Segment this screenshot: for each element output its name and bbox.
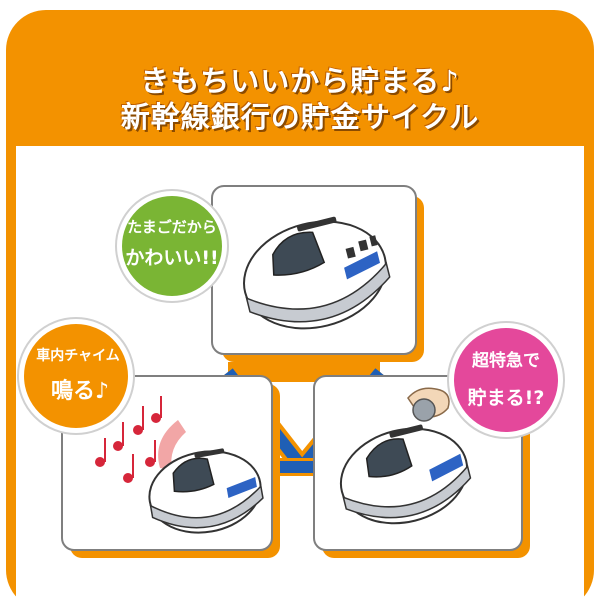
badge-green-line1: たまごだから — [127, 218, 217, 236]
badge-cute-egg: たまごだから かわいい!! — [115, 189, 229, 303]
badge-orange-line1: 車内チャイム — [36, 347, 120, 364]
card-top — [211, 185, 424, 362]
header-title-line2: 新幹線銀行の貯金サイクル — [120, 100, 480, 134]
badge-super-express: 超特急で 貯まる!? — [447, 321, 565, 439]
badge-orange-line2: 鳴る♪ — [51, 379, 109, 404]
card-bottom-left — [61, 375, 280, 558]
badge-pink-line1: 超特急で — [472, 350, 540, 371]
hand-coin-icon — [407, 387, 450, 422]
badge-green-line2: かわいい!! — [125, 247, 218, 269]
badge-pink-line2: 貯まる!? — [468, 386, 545, 409]
music-notes-icon — [95, 396, 162, 483]
sound-wave-icon — [158, 420, 186, 470]
header-title-line1: きもちいいから貯まる♪ — [140, 64, 460, 98]
shinkansen-egg-bank — [243, 216, 391, 330]
badge-chime: 車内チャイム 鳴る♪ — [17, 317, 135, 435]
shinkansen-egg-bank — [148, 448, 264, 534]
shinkansen-egg-bank — [339, 424, 472, 525]
